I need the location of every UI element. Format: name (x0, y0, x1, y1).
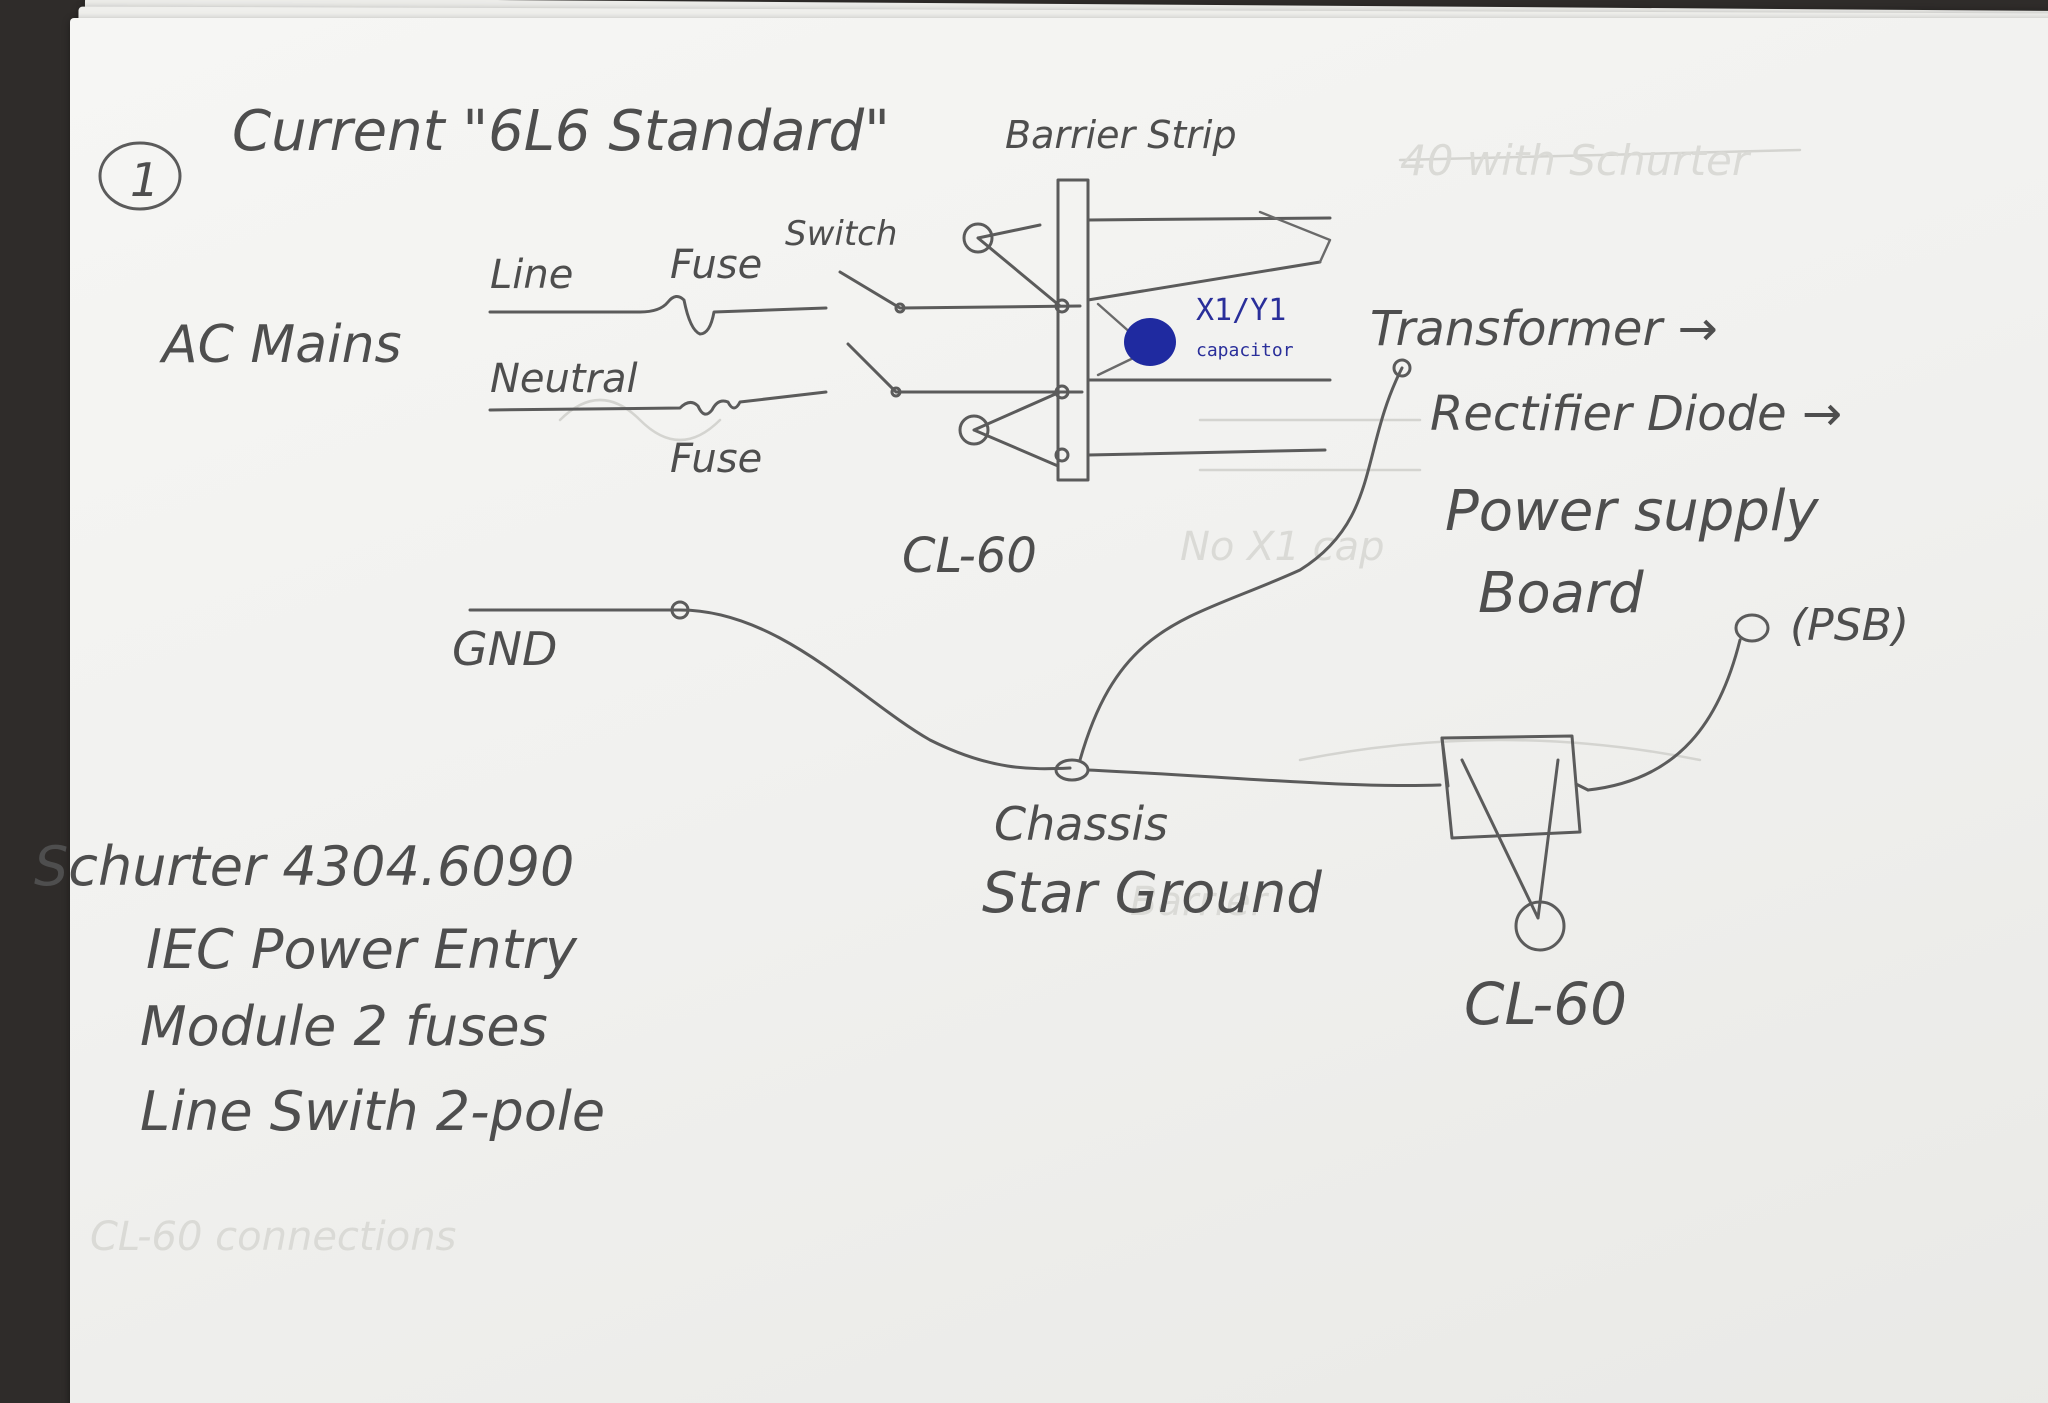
chassis-label: Chassis (994, 797, 1168, 851)
switch-blade-neutral (846, 342, 1084, 394)
rectifier-label: Rectifier Diode → (1430, 386, 1842, 442)
psb-label: (PSB) (1790, 600, 1909, 651)
psb-ground-point (1734, 613, 1770, 643)
ac-mains-label: AC Mains (159, 315, 402, 375)
star-to-cl60 (1086, 768, 1442, 788)
x1y1-capacitor: X1/Y1 capacitor (1096, 293, 1294, 377)
cl60-bottom-tabs (1440, 736, 1590, 792)
schurter-line-1: Schurter 4304.6090 (34, 835, 574, 898)
schurter-line-4: Line Swith 2-pole (140, 1080, 605, 1143)
svg-text:Barrier: Barrier (1130, 879, 1270, 925)
cl60-top-disc-upper (962, 222, 994, 254)
step-number: 1 (130, 153, 159, 207)
power-supply-label: Power supply (1445, 479, 1819, 544)
switch-blade-line (838, 270, 1082, 310)
schurter-line-2: IEC Power Entry (146, 918, 578, 981)
show-through-ghost: 40 with Schurter No X1 cap Barrier CL-60… (90, 136, 1802, 1260)
capacitor-name: X1/Y1 (1196, 293, 1286, 328)
barrier-strip-label: Barrier Strip (1005, 113, 1237, 157)
capacitor-word: capacitor (1196, 340, 1294, 361)
cl60-bottom-body (1440, 734, 1582, 840)
barrier-strip (958, 178, 1332, 482)
title-text: Current "6L6 Standard" (232, 99, 890, 164)
strip-tail-mark (1258, 210, 1332, 264)
cl60-bottom-disc (1514, 900, 1566, 952)
line-wire-fuse (488, 295, 828, 336)
switch-label: Switch (785, 214, 897, 254)
step-circle (98, 141, 182, 211)
transformer-label: Transformer → (1370, 301, 1718, 357)
strip-out-1 (1086, 216, 1332, 222)
board-label: Board (1478, 561, 1644, 626)
svg-text:40 with Schurter: 40 with Schurter (1400, 136, 1752, 185)
transformer-to-star (1078, 366, 1404, 762)
svg-text:No X1 cap: No X1 cap (1180, 524, 1385, 570)
cl60-top-label: CL-60 (902, 528, 1037, 584)
cl60-bottom-label: CL-60 (1464, 970, 1627, 1038)
mains-wiring (488, 270, 1084, 416)
svg-text:CL-60 connections: CL-60 connections (90, 1214, 456, 1260)
barrier-strip-body (1056, 178, 1090, 482)
ground-wiring (468, 358, 1770, 952)
strip-out-4 (1086, 448, 1327, 457)
gnd-to-star (678, 608, 1072, 771)
schurter-note: Schurter 4304.6090 IEC Power Entry Modul… (34, 835, 605, 1143)
cl60-bottom-leads (1460, 758, 1560, 920)
neutral-wire-fuse (488, 390, 828, 416)
line-label: Line (490, 252, 573, 298)
cl60-to-psb (1586, 638, 1742, 792)
gnd-label: GND (452, 622, 557, 676)
cl60-top-disc-lower (958, 414, 990, 446)
fuse-bottom-label: Fuse (670, 436, 762, 482)
transformer-ground-lug (1392, 358, 1412, 378)
step-number-marker: 1 (98, 141, 182, 211)
fuse-top-label: Fuse (670, 242, 762, 288)
strip-out-2 (1086, 260, 1322, 302)
cl60-top-leads (972, 223, 1062, 468)
capacitor-blue-dot (1124, 318, 1176, 366)
star-ground-label: Star Ground (982, 861, 1322, 926)
neutral-label: Neutral (490, 356, 638, 402)
schurter-line-3: Module 2 fuses (140, 995, 548, 1058)
star-ground-point (1054, 758, 1090, 782)
